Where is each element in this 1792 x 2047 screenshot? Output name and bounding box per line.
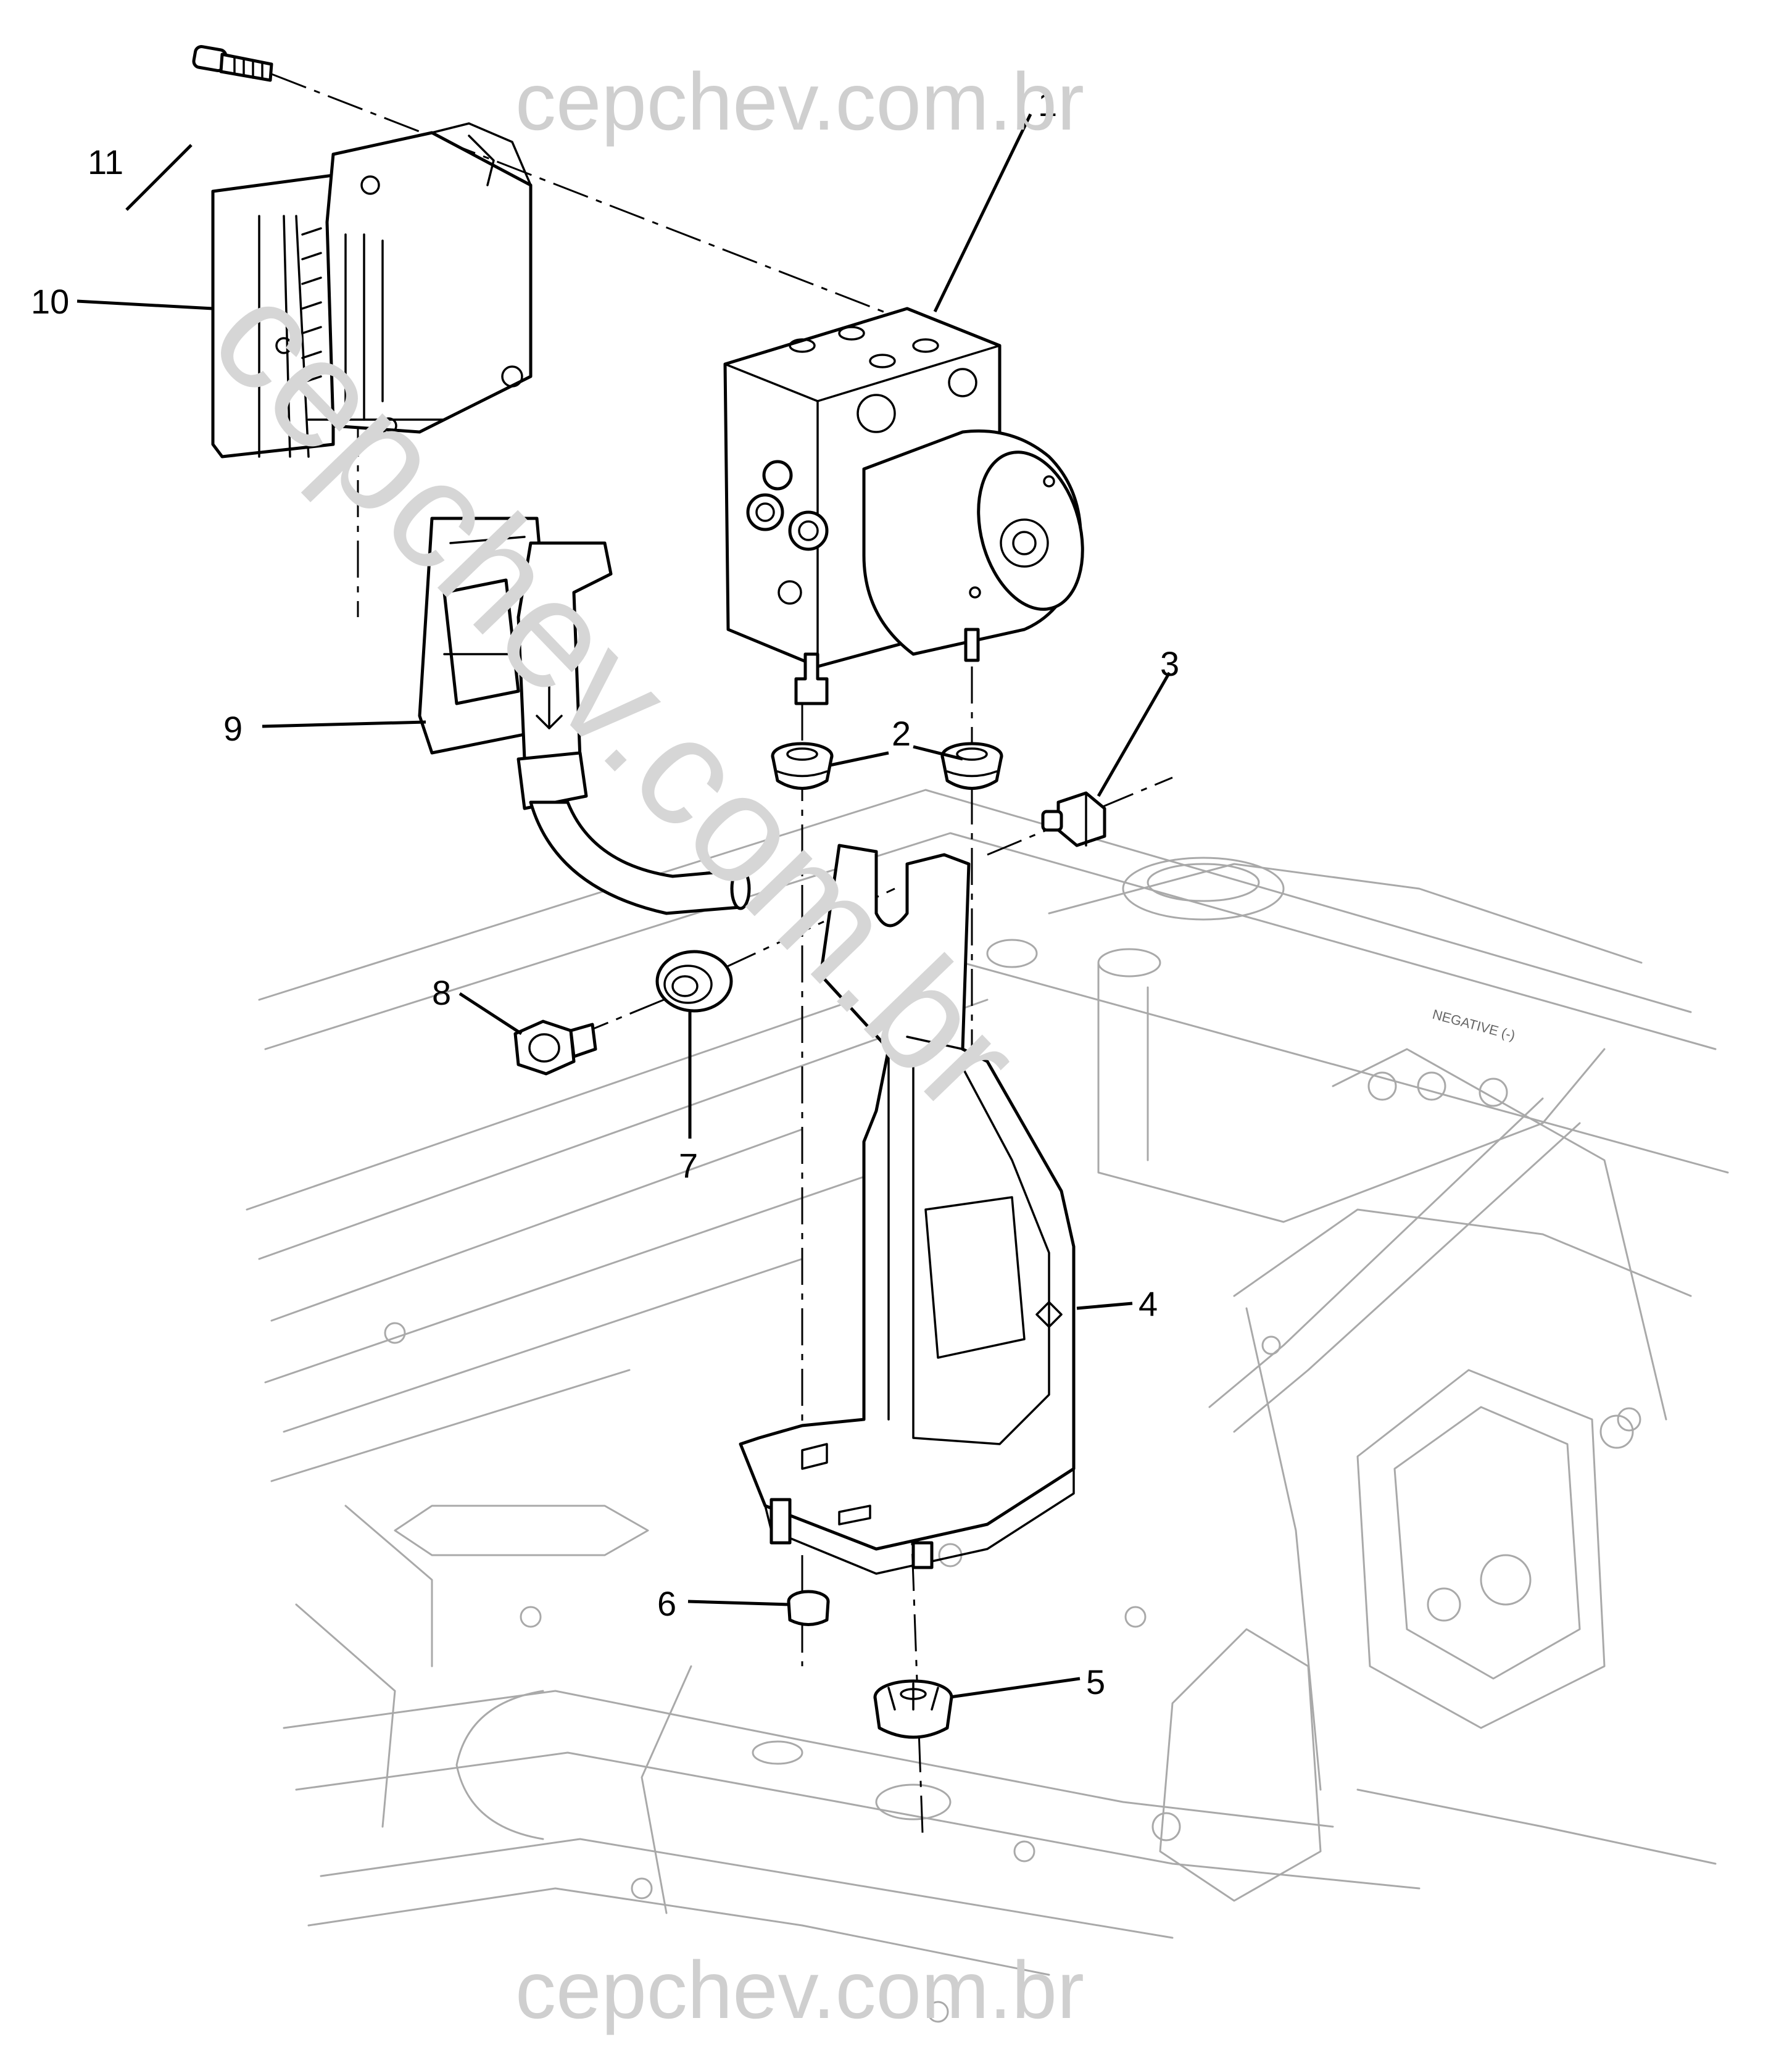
callout-1: 1: [1038, 85, 1057, 123]
watermark-top: cepchev.com.br: [515, 56, 1084, 147]
insulator-left: [771, 742, 834, 790]
part-4-bracket: [739, 844, 1076, 1575]
insulator-right: [940, 742, 1003, 790]
part-6-nut: [787, 1590, 830, 1626]
part-9-harness-connector: [418, 517, 751, 915]
part-8-bolt: [513, 1019, 597, 1076]
callout-4: 4: [1139, 1284, 1158, 1323]
part-7-grommet: [655, 950, 733, 1013]
part-10-control-module: [211, 122, 533, 459]
part-1-modulator-valve: [723, 307, 1084, 705]
part-5-lower-insulator: [873, 1679, 953, 1739]
callout-8: 8: [432, 973, 451, 1012]
callout-10: 10: [31, 282, 69, 321]
callout-5: 5: [1086, 1663, 1105, 1701]
part-2-insulators: [771, 742, 1003, 790]
callout-labels: 1 2 3 4 5 6 7 8 9 10 11: [31, 85, 1179, 1701]
svg-text:NEGATIVE (-): NEGATIVE (-): [1431, 1007, 1517, 1044]
part-11-bolt: [192, 45, 273, 82]
callout-3: 3: [1160, 644, 1179, 683]
callout-leaders: [77, 113, 1171, 1699]
callout-6: 6: [657, 1584, 676, 1623]
callout-11: 11: [88, 143, 123, 181]
callout-2: 2: [892, 714, 911, 753]
background-studs: [384, 1071, 1641, 2023]
callout-7: 7: [679, 1146, 698, 1185]
part-3-nut: [1041, 791, 1106, 847]
callout-9: 9: [223, 709, 243, 748]
watermark-bottom: cepchev.com.br: [515, 1945, 1084, 2035]
negative-terminal-label: NEGATIVE (-): [1431, 1007, 1517, 1044]
